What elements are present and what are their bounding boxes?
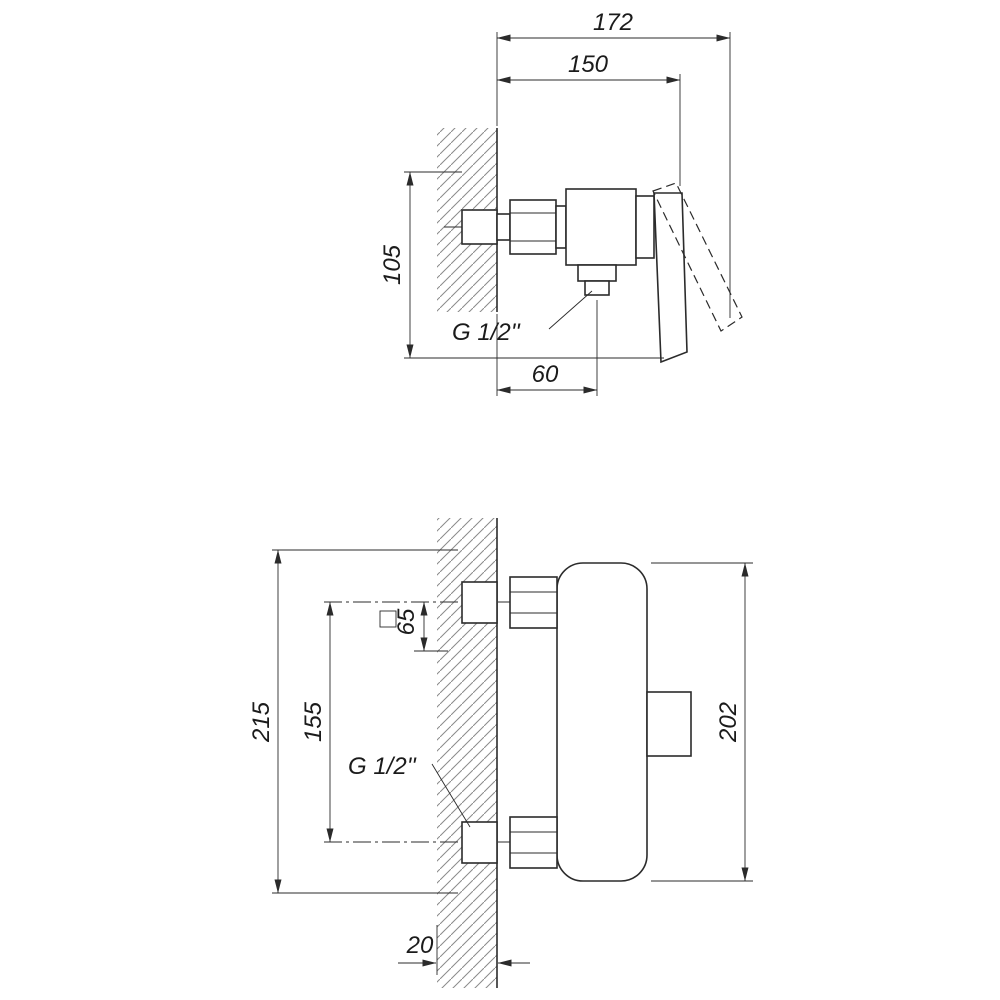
top-wall-connector (461, 581, 498, 624)
dim-202-label: 202 (715, 702, 742, 743)
square-symbol (379, 610, 397, 628)
wall-connector-side (461, 209, 498, 245)
dim-overall-height: 215 (248, 549, 458, 894)
dim-155-label: 155 (300, 701, 327, 742)
outlet-thread-side (584, 280, 610, 296)
thread-label-front: G 1/2'' (348, 753, 417, 780)
mixer-body-front (556, 562, 648, 882)
top-hex-nut (509, 576, 558, 629)
handle-lever-side (653, 192, 688, 364)
dim-depth-to-handle: 150 (496, 51, 681, 186)
handle-lever-alt-position (652, 182, 743, 332)
hex-nut-side (509, 199, 557, 255)
dim-body-height: 202 (651, 562, 753, 882)
mixer-front (461, 562, 692, 882)
cartridge-cap-side (635, 195, 655, 259)
front-view: 65 215 155 G 1/2'' 202 (248, 518, 753, 988)
outlet-neck-side (577, 264, 617, 282)
leader-line (431, 763, 471, 828)
thread-callout-side: G 1/2'' (452, 290, 593, 346)
collar-side (555, 205, 567, 249)
dim-65-label: 65 (393, 608, 420, 635)
dim-outlet-offset: 60 (496, 300, 598, 396)
mixer-side (461, 182, 743, 364)
thread-callout-front: G 1/2'' (348, 753, 471, 828)
leader-line (548, 290, 593, 330)
dim-60-label: 60 (532, 361, 559, 388)
dim-150-label: 150 (568, 51, 609, 78)
dim-total-depth: 172 (496, 9, 731, 318)
bottom-wall-connector (461, 821, 498, 864)
valve-body-side (565, 188, 637, 266)
dim-wall-thickness: 20 (398, 925, 530, 975)
bottom-hex-nut (509, 816, 558, 869)
dim-inlet-spacing: 155 (300, 601, 334, 843)
dim-height-side: 105 (379, 171, 664, 359)
side-view: 172 150 105 G 1/2'' 60 (379, 9, 743, 396)
dim-172-label: 172 (593, 9, 633, 36)
shower-outlet-front (646, 691, 692, 757)
dim-105-label: 105 (379, 244, 406, 285)
dim-20-label: 20 (406, 932, 434, 959)
dim-square-65: 65 (379, 601, 448, 652)
pipe-nipple-side (496, 213, 511, 241)
dim-215-label: 215 (248, 701, 275, 743)
thread-label-side: G 1/2'' (452, 319, 521, 346)
